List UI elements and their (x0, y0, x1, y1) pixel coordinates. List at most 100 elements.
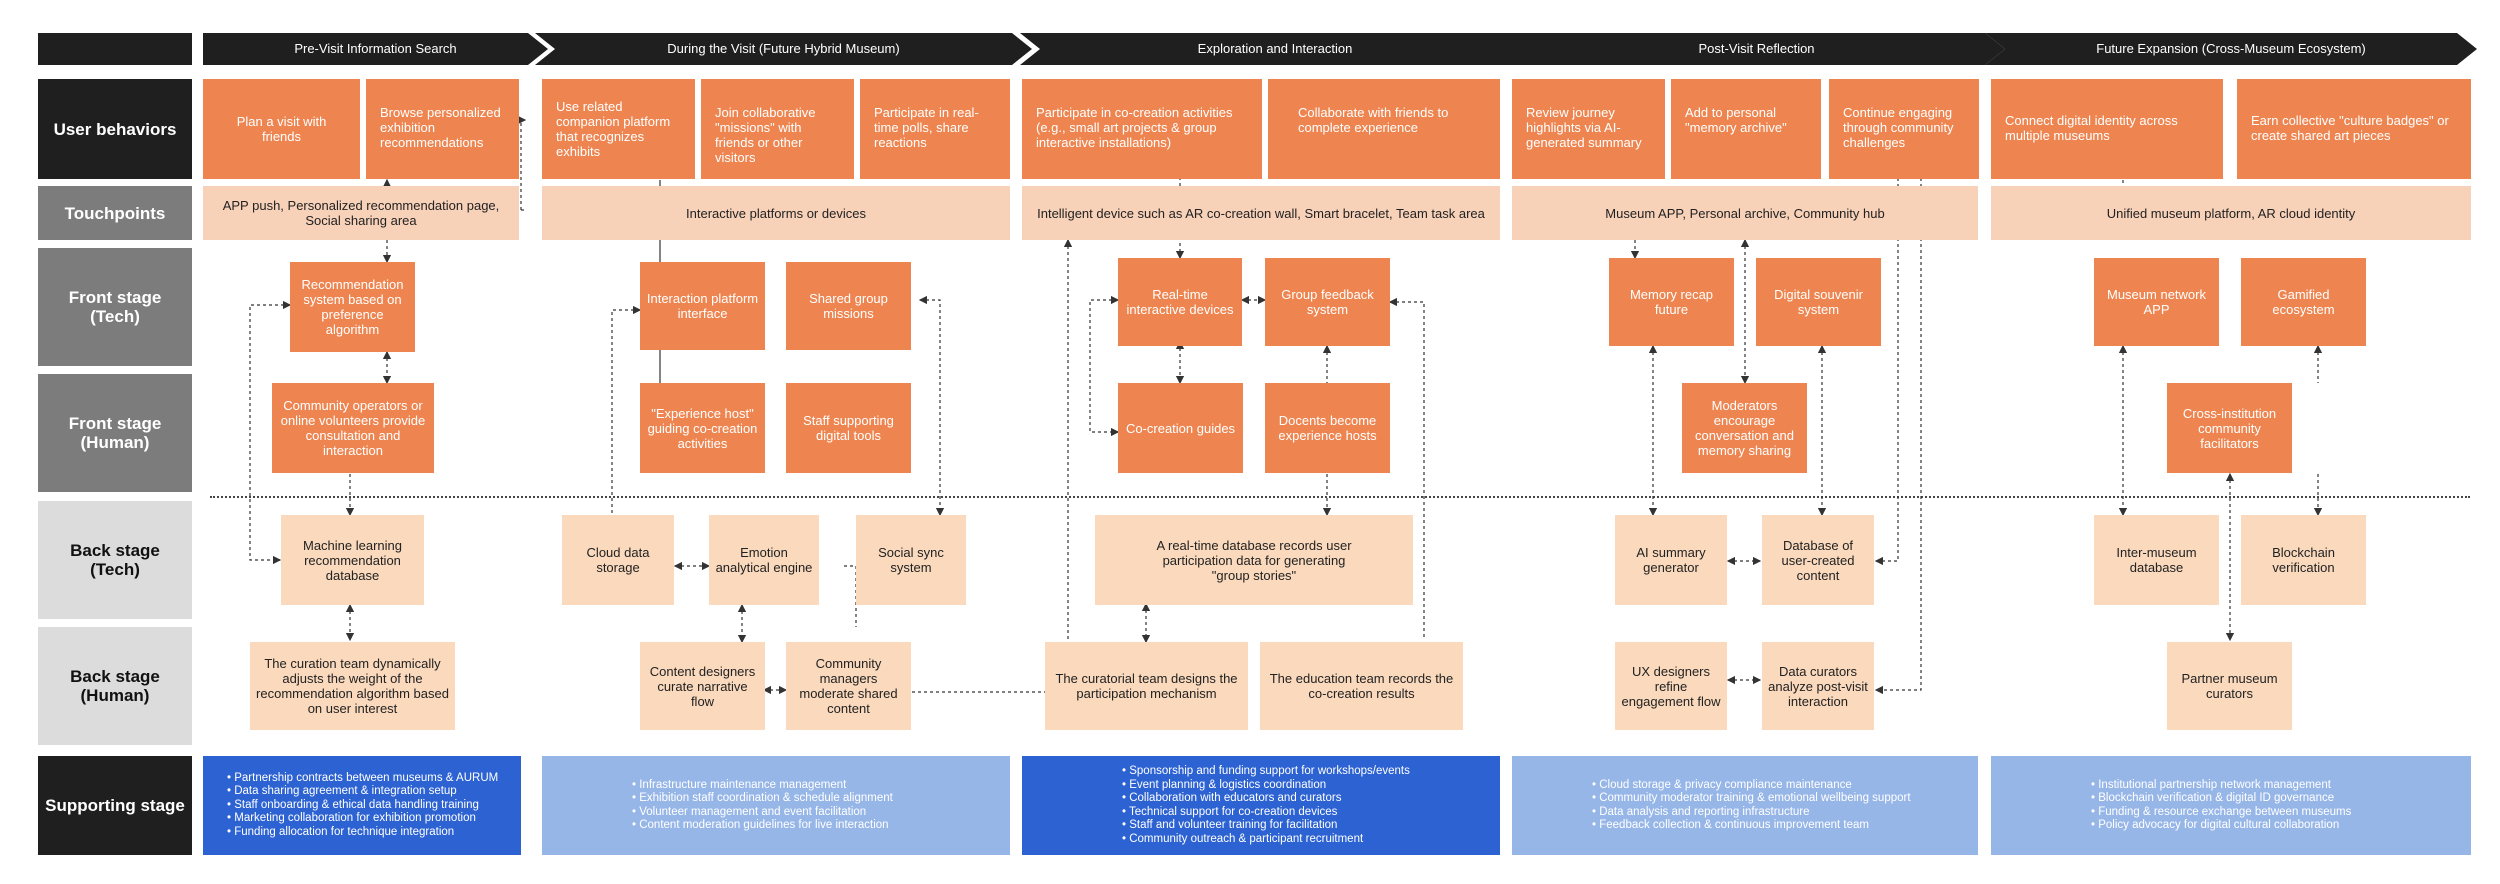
front-human-co-creation-guides: Co-creation guides (1118, 383, 1243, 473)
header-corner-block (38, 33, 192, 65)
supporting-list: Institutional partnership network manage… (2081, 779, 2351, 833)
touchpoint-post-visit: Museum APP, Personal archive, Community … (1512, 186, 1978, 240)
front-tech-realtime-devices: Real-time interactive devices (1118, 258, 1242, 346)
back-tech-ml-database: Machine learning recommendation database (281, 515, 424, 605)
phase-header-during-visit: During the Visit (Future Hybrid Museum) (535, 33, 1032, 65)
front-tech-memory-recap: Memory recap future (1609, 258, 1734, 346)
supporting-item: Data sharing agreement & integration set… (227, 785, 498, 799)
supporting-item: Partnership contracts between museums & … (227, 772, 498, 786)
row-label-supporting-stage: Supporting stage (38, 756, 192, 855)
supporting-list: Cloud storage & privacy compliance maint… (1582, 779, 1911, 833)
user-behavior-culture-badges: Earn collective "culture badges" or crea… (2237, 79, 2471, 179)
line-of-visibility (210, 496, 2470, 498)
back-human-partner-curators: Partner museum curators (2167, 642, 2292, 730)
user-behavior-community-challenges: Continue engaging through community chal… (1829, 79, 1979, 179)
row-label-front-stage-tech: Front stage (Tech) (38, 248, 192, 366)
supporting-list: Partnership contracts between museums & … (217, 772, 498, 840)
supporting-item: Community moderator training & emotional… (1592, 792, 1910, 806)
user-behavior-join-missions: Join collaborative "missions" with frien… (701, 79, 854, 179)
front-human-moderators: Moderators encourage conversation and me… (1682, 383, 1807, 473)
supporting-item: Feedback collection & continuous improve… (1592, 819, 1911, 833)
front-human-experience-host: "Experience host" guiding co-creation ac… (640, 383, 765, 473)
user-behavior-plan-visit: Plan a visit with friends (203, 79, 360, 179)
front-tech-museum-network-app: Museum network APP (2094, 258, 2219, 346)
supporting-item: Institutional partnership network manage… (2091, 779, 2351, 793)
supporting-item: Collaboration with educators and curator… (1122, 792, 1410, 806)
front-human-staff-digital-tools: Staff supporting digital tools (786, 383, 911, 473)
back-human-content-designers: Content designers curate narrative flow (640, 642, 765, 730)
supporting-item: Content moderation guidelines for live i… (632, 819, 893, 833)
user-behavior-memory-archive: Add to personal "memory archive" (1671, 79, 1821, 179)
user-behavior-co-creation: Participate in co-creation activities (e… (1022, 79, 1262, 179)
back-tech-emotion-engine: Emotion analytical engine (709, 515, 819, 605)
supporting-item: Funding allocation for technique integra… (227, 826, 498, 840)
front-tech-shared-missions: Shared group missions (786, 262, 911, 350)
row-label-touchpoints: Touchpoints (38, 186, 192, 240)
phase-header-future-expansion: Future Expansion (Cross-Museum Ecosystem… (1985, 33, 2477, 65)
back-tech-realtime-database: A real-time database records user partic… (1095, 515, 1413, 605)
back-human-curation-team: The curation team dynamically adjusts th… (250, 642, 455, 730)
user-behavior-collaborate-friends: Collaborate with friends to complete exp… (1268, 79, 1500, 179)
front-tech-recommendation-system: Recommendation system based on preferenc… (290, 262, 415, 352)
front-human-cross-institution-facilitators: Cross-institution community facilitators (2167, 383, 2292, 473)
supporting-item: Cloud storage & privacy compliance maint… (1592, 779, 1911, 793)
supporting-stage-exploration: Sponsorship and funding support for work… (1022, 756, 1500, 855)
front-tech-gamified-ecosystem: Gamified ecosystem (2241, 258, 2366, 346)
touchpoint-exploration: Intelligent device such as AR co-creatio… (1022, 186, 1500, 240)
supporting-item: Community outreach & participant recruit… (1122, 833, 1410, 847)
supporting-item: Policy advocacy for digital cultural col… (2091, 819, 2351, 833)
supporting-item: Volunteer management and event facilitat… (632, 806, 893, 820)
supporting-item: Marketing collaboration for exhibition p… (227, 812, 498, 826)
user-behavior-realtime-polls: Participate in real-time polls, share re… (860, 79, 1010, 179)
phase-label: Post-Visit Reflection (1698, 41, 1815, 56)
supporting-item: Staff and volunteer training for facilit… (1122, 819, 1410, 833)
row-label-back-stage-tech: Back stage (Tech) (38, 501, 192, 619)
supporting-list: Infrastructure maintenance management Ex… (622, 779, 893, 833)
back-human-ux-designers: UX designers refine engagement flow (1615, 642, 1727, 730)
front-tech-interaction-platform: Interaction platform interface (640, 262, 765, 350)
back-tech-blockchain-verification: Blockchain verification (2241, 515, 2366, 605)
user-behavior-companion-platform: Use related companion platform that reco… (542, 79, 695, 179)
supporting-stage-future-expansion: Institutional partnership network manage… (1991, 756, 2471, 855)
row-label-user-behaviors: User behaviors (38, 79, 192, 179)
supporting-item: Infrastructure maintenance management (632, 779, 893, 793)
back-tech-inter-museum-database: Inter-museum database (2094, 515, 2219, 605)
supporting-item: Data analysis and reporting infrastructu… (1592, 806, 1911, 820)
user-behavior-connect-identity: Connect digital identity across multiple… (1991, 79, 2223, 179)
phase-label: Future Expansion (Cross-Museum Ecosystem… (2096, 41, 2366, 56)
front-human-docents: Docents become experience hosts (1265, 383, 1390, 473)
phase-header-post-visit: Post-Visit Reflection (1508, 33, 2005, 65)
supporting-item: Sponsorship and funding support for work… (1122, 765, 1410, 779)
user-behavior-review-highlights: Review journey highlights via AI-generat… (1512, 79, 1665, 179)
phase-header-pre-visit: Pre-Visit Information Search (203, 33, 548, 65)
supporting-item: Event planning & logistics coordination (1122, 779, 1410, 793)
back-tech-ai-summary: AI summary generator (1615, 515, 1727, 605)
back-human-community-managers: Community managers moderate shared conte… (786, 642, 911, 730)
back-tech-user-content-database: Database of user-created content (1762, 515, 1874, 605)
phase-header-exploration: Exploration and Interaction (1020, 33, 1530, 65)
back-tech-social-sync: Social sync system (856, 515, 966, 605)
phase-label: Pre-Visit Information Search (294, 41, 457, 56)
user-behavior-browse-recommendations: Browse personalized exhibition recommend… (366, 79, 519, 179)
supporting-stage-pre-visit: Partnership contracts between museums & … (203, 756, 521, 855)
supporting-stage-post-visit: Cloud storage & privacy compliance maint… (1512, 756, 1978, 855)
touchpoint-future-expansion: Unified museum platform, AR cloud identi… (1991, 186, 2471, 240)
touchpoint-during-visit: Interactive platforms or devices (542, 186, 1010, 240)
front-human-community-operators: Community operators or online volunteers… (272, 383, 434, 473)
phase-label: During the Visit (Future Hybrid Museum) (667, 41, 900, 56)
back-human-data-curators: Data curators analyze post-visit interac… (1762, 642, 1874, 730)
front-tech-digital-souvenir: Digital souvenir system (1756, 258, 1881, 346)
supporting-item: Staff onboarding & ethical data handling… (227, 799, 498, 813)
supporting-item: Funding & resource exchange between muse… (2091, 806, 2351, 820)
row-label-front-stage-human: Front stage (Human) (38, 374, 192, 492)
supporting-item: Exhibition staff coordination & schedule… (632, 792, 893, 806)
supporting-list: Sponsorship and funding support for work… (1112, 765, 1410, 846)
phase-label: Exploration and Interaction (1197, 41, 1353, 56)
row-label-back-stage-human: Back stage (Human) (38, 627, 192, 745)
back-tech-cloud-storage: Cloud data storage (562, 515, 674, 605)
front-tech-group-feedback: Group feedback system (1265, 258, 1390, 346)
touchpoint-pre-visit: APP push, Personalized recommendation pa… (203, 186, 519, 240)
supporting-item: Technical support for co-creation device… (1122, 806, 1410, 820)
supporting-stage-during-visit: Infrastructure maintenance management Ex… (542, 756, 1010, 855)
back-human-education-team: The education team records the co-creati… (1260, 642, 1463, 730)
